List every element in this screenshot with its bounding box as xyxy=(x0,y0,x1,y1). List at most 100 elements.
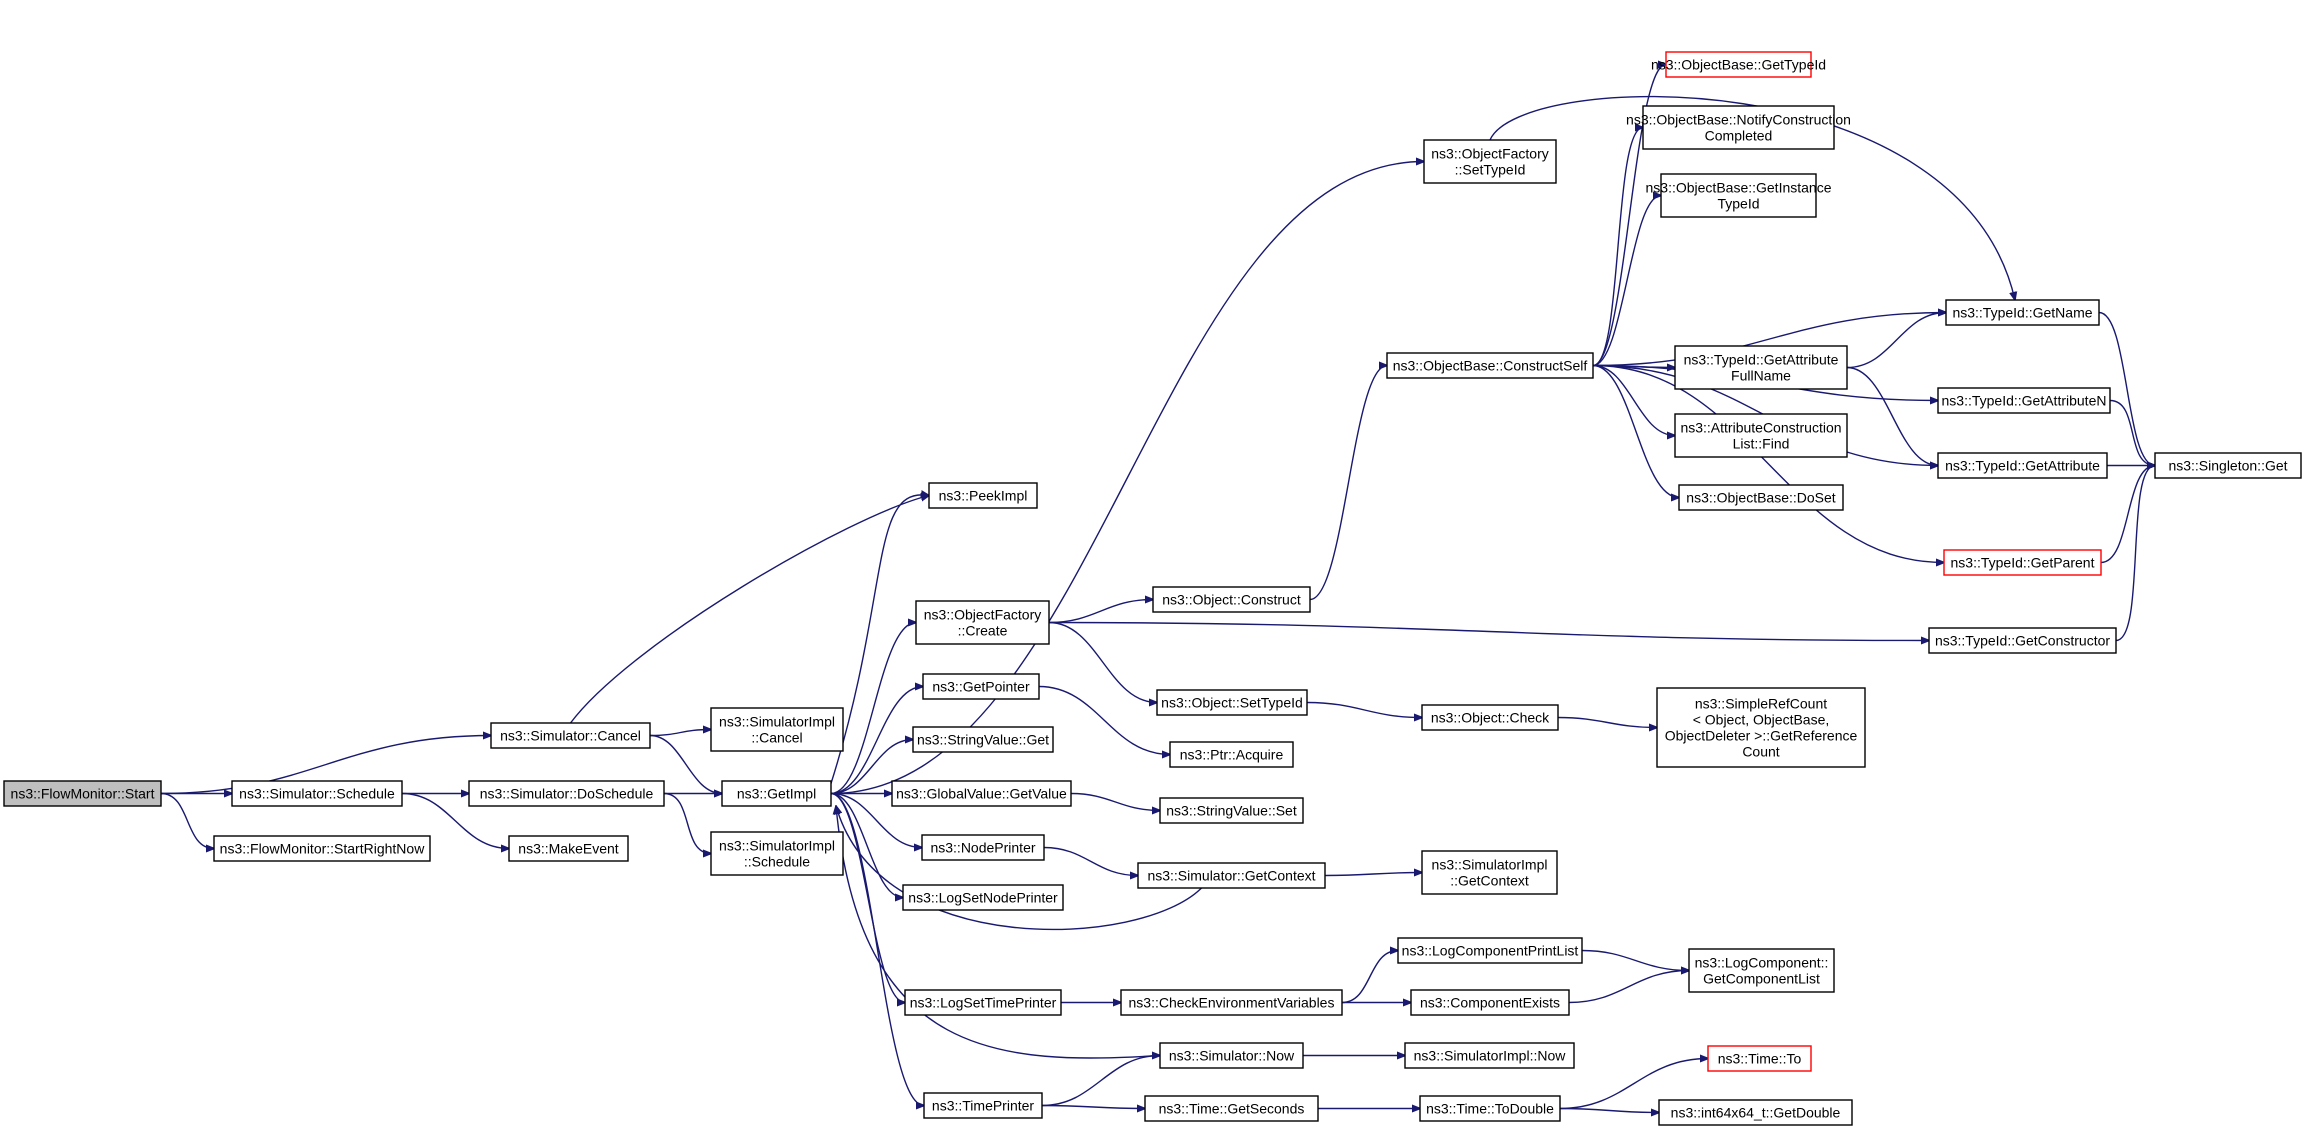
node-simimplcancel[interactable]: ns3::SimulatorImpl::Cancel xyxy=(710,707,844,752)
node-schedule[interactable]: ns3::Simulator::Schedule xyxy=(231,780,403,807)
node-box xyxy=(1159,797,1304,824)
edge-cancel-simimplcancel xyxy=(649,730,711,737)
node-makeevent[interactable]: ns3::MakeEvent xyxy=(508,835,629,862)
node-getdouble[interactable]: ns3::int64x64_t::GetDouble xyxy=(1658,1099,1853,1126)
node-label: ns3::Time::GetSeconds xyxy=(1159,1101,1305,1117)
node-typeidgetname[interactable]: ns3::TypeId::GetName xyxy=(1945,299,2100,326)
node-box xyxy=(928,482,1038,509)
node-box xyxy=(1945,299,2100,326)
node-box xyxy=(1156,689,1308,716)
node-obdoset[interactable]: ns3::ObjectBase::DoSet xyxy=(1678,484,1844,511)
node-label: List::Find xyxy=(1733,436,1790,452)
node-timegetseconds[interactable]: ns3::Time::GetSeconds xyxy=(1144,1095,1319,1122)
node-start[interactable]: ns3::FlowMonitor::Start xyxy=(3,780,162,807)
node-box xyxy=(1674,413,1848,458)
node-logsettimeprinter[interactable]: ns3::LogSetTimePrinter xyxy=(904,989,1062,1016)
node-ofsettypeid[interactable]: ns3::ObjectFactory::SetTypeId xyxy=(1423,139,1557,184)
node-box xyxy=(891,780,1072,807)
node-implgetcontext[interactable]: ns3::SimulatorImpl::GetContext xyxy=(1421,850,1558,895)
node-box xyxy=(912,726,1054,753)
node-obgettypeid[interactable]: ns3::ObjectBase::GetTypeId xyxy=(1651,51,1826,78)
node-box xyxy=(1707,1045,1812,1072)
edge-getimpl-ofsettypeid xyxy=(830,162,1424,795)
node-label: TypeId xyxy=(1717,196,1759,212)
node-box xyxy=(213,835,431,862)
edge-objcheck-simplerefcount xyxy=(1557,716,1657,728)
node-startrightnow[interactable]: ns3::FlowMonitor::StartRightNow xyxy=(213,835,431,862)
node-box xyxy=(1421,850,1558,895)
node-box xyxy=(710,707,844,752)
node-simgetcontext[interactable]: ns3::Simulator::GetContext xyxy=(1137,862,1326,889)
node-notifyconstruction[interactable]: ns3::ObjectBase::NotifyConstructionCompl… xyxy=(1626,105,1851,150)
node-box xyxy=(1419,1095,1561,1122)
node-box xyxy=(1642,105,1835,150)
edge-simnow-getimpl xyxy=(836,806,1161,1059)
node-box xyxy=(3,780,162,807)
node-constructself[interactable]: ns3::ObjectBase::ConstructSelf xyxy=(1386,352,1594,379)
node-stringvalueset[interactable]: ns3::StringValue::Set xyxy=(1159,797,1304,824)
node-label: ns3::Simulator::Now xyxy=(1169,1048,1295,1064)
node-label: ns3::ObjectBase::DoSet xyxy=(1686,490,1836,506)
node-timeprinter[interactable]: ns3::TimePrinter xyxy=(923,1092,1043,1119)
node-cancel[interactable]: ns3::Simulator::Cancel xyxy=(490,722,651,749)
node-timeto[interactable]: ns3::Time::To xyxy=(1707,1045,1812,1072)
node-globalvalue[interactable]: ns3::GlobalValue::GetValue xyxy=(891,780,1072,807)
node-box xyxy=(902,884,1064,911)
node-compexists[interactable]: ns3::ComponentExists xyxy=(1410,989,1570,1016)
node-label: ns3::ObjectBase::GetTypeId xyxy=(1651,57,1826,73)
node-logsetnodeprinter[interactable]: ns3::LogSetNodePrinter xyxy=(902,884,1064,911)
node-getparent[interactable]: ns3::TypeId::GetParent xyxy=(1943,549,2102,576)
node-getattribute[interactable]: ns3::TypeId::GetAttribute xyxy=(1937,452,2108,479)
node-box xyxy=(231,780,403,807)
node-ptracquire[interactable]: ns3::Ptr::Acquire xyxy=(1169,741,1294,768)
node-getcomponentlist[interactable]: ns3::LogComponent::GetComponentList xyxy=(1688,948,1835,993)
edge-start-cancel xyxy=(160,736,491,795)
node-objcheck[interactable]: ns3::Object::Check xyxy=(1421,704,1559,731)
node-label: ns3::PeekImpl xyxy=(939,488,1028,504)
node-implnow[interactable]: ns3::SimulatorImpl::Now xyxy=(1404,1042,1575,1069)
node-label: ns3::NodePrinter xyxy=(930,840,1035,856)
node-stringvalueget[interactable]: ns3::StringValue::Get xyxy=(912,726,1054,753)
node-box xyxy=(1152,586,1311,613)
node-label: ns3::Singleton::Get xyxy=(2168,458,2287,474)
node-label: GetComponentList xyxy=(1703,971,1820,987)
node-box xyxy=(1404,1042,1575,1069)
edge-getimpl-stringvalueget xyxy=(830,740,913,795)
node-objsettypeid[interactable]: ns3::Object::SetTypeId xyxy=(1156,689,1308,716)
node-label: ns3::StringValue::Set xyxy=(1166,803,1297,819)
edge-timeprinter-timegetseconds xyxy=(1041,1106,1145,1109)
node-simplerefcount[interactable]: ns3::SimpleRefCount< Object, ObjectBase,… xyxy=(1656,687,1866,768)
node-doschedule[interactable]: ns3::Simulator::DoSchedule xyxy=(468,780,665,807)
node-getimpl[interactable]: ns3::GetImpl xyxy=(721,780,832,807)
node-box xyxy=(922,673,1040,700)
edge-constructself-typeidgetname xyxy=(1592,313,1946,367)
edge-ofcreate-objconstruct xyxy=(1048,600,1153,624)
node-ofcreate[interactable]: ns3::ObjectFactory::Create xyxy=(915,600,1050,645)
node-simnow[interactable]: ns3::Simulator::Now xyxy=(1159,1042,1304,1069)
edge-getattrfullname-typeidgetname xyxy=(1846,313,1946,369)
node-box xyxy=(1169,741,1294,768)
node-box xyxy=(1656,687,1866,768)
node-label: ns3::TimePrinter xyxy=(932,1098,1035,1114)
edge-getimpl-logsetnodeprinter xyxy=(830,792,903,898)
node-label: ns3::Simulator::Schedule xyxy=(239,786,395,802)
node-checkenv[interactable]: ns3::CheckEnvironmentVariables xyxy=(1120,989,1343,1016)
node-box xyxy=(710,831,844,876)
node-getattributen[interactable]: ns3::TypeId::GetAttributeN xyxy=(1937,387,2111,414)
node-logcompprintlist[interactable]: ns3::LogComponentPrintList xyxy=(1397,937,1583,964)
edge-logcompprintlist-getcomponentlist xyxy=(1581,949,1689,971)
node-getconstructor[interactable]: ns3::TypeId::GetConstructor xyxy=(1928,627,2117,654)
node-simimplschedule[interactable]: ns3::SimulatorImpl::Schedule xyxy=(710,831,844,876)
node-nodeprinter[interactable]: ns3::NodePrinter xyxy=(921,834,1045,861)
edge-simgetcontext-getimpl xyxy=(836,806,1202,931)
node-singletonget[interactable]: ns3::Singleton::Get xyxy=(2154,452,2302,479)
node-objconstruct[interactable]: ns3::Object::Construct xyxy=(1152,586,1311,613)
node-label: ns3::Simulator::GetContext xyxy=(1147,868,1315,884)
node-timetodouble[interactable]: ns3::Time::ToDouble xyxy=(1419,1095,1561,1122)
node-peekimpl[interactable]: ns3::PeekImpl xyxy=(928,482,1038,509)
node-getpointer[interactable]: ns3::GetPointer xyxy=(922,673,1040,700)
edge-timetodouble-timeto xyxy=(1559,1059,1708,1110)
